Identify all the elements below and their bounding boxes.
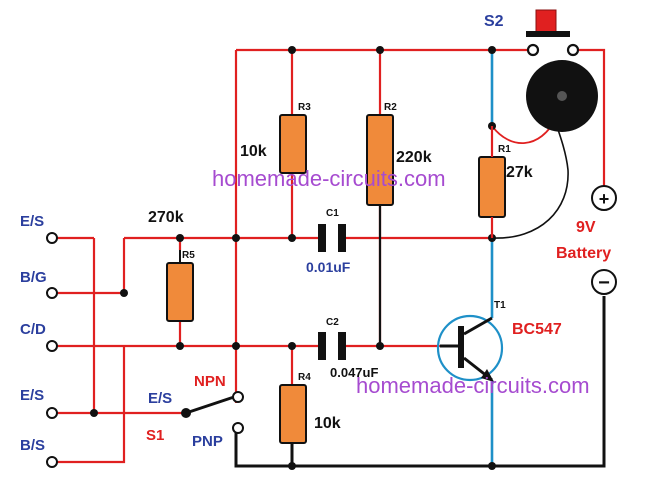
terminal-label-bs: B/S bbox=[20, 437, 45, 454]
buzzer bbox=[526, 60, 598, 132]
battery-terminals bbox=[591, 185, 617, 295]
ground-rail-wire bbox=[234, 296, 606, 468]
r2-value: 220k bbox=[396, 149, 432, 166]
c1-plate-left bbox=[318, 224, 326, 252]
r3-resistor bbox=[279, 114, 307, 174]
r4-ref: R4 bbox=[298, 372, 311, 383]
terminal-label-es-lower: E/S bbox=[20, 387, 44, 404]
terminal-es-top bbox=[46, 232, 58, 244]
r5-ref: R5 bbox=[182, 250, 195, 261]
probe-terminals[interactable] bbox=[46, 232, 58, 468]
terminal-es-lower bbox=[46, 407, 58, 419]
s1-selector-switch[interactable] bbox=[181, 391, 244, 434]
c1-value: 0.01uF bbox=[306, 259, 351, 275]
s2-button-cap bbox=[535, 9, 557, 33]
r4-resistor bbox=[279, 384, 307, 444]
bs-wire bbox=[56, 346, 126, 464]
transistor-symbol bbox=[436, 314, 504, 382]
r2-ref: R2 bbox=[384, 102, 397, 113]
s1-common-label: E/S bbox=[148, 390, 172, 407]
r3-ref: R3 bbox=[298, 102, 311, 113]
c2-value: 0.047uF bbox=[330, 365, 378, 380]
r4-value: 10k bbox=[314, 415, 341, 432]
transistor-part: BC547 bbox=[512, 321, 562, 338]
speaker-lead-1 bbox=[491, 111, 569, 239]
s1-lever bbox=[185, 395, 235, 415]
c1-plate-right bbox=[338, 224, 346, 252]
buzzer-center bbox=[557, 91, 567, 101]
s1-npn-label: NPN bbox=[194, 373, 226, 390]
r1-value: 27k bbox=[506, 164, 533, 181]
s2-label: S2 bbox=[484, 13, 504, 30]
watermark-top: homemade-circuits.com bbox=[212, 166, 446, 191]
r2-resistor bbox=[366, 114, 394, 206]
c2-plate-right bbox=[338, 332, 346, 360]
transistor-ref: T1 bbox=[494, 300, 506, 311]
transistor-body bbox=[436, 314, 504, 382]
c2-plate-left bbox=[318, 332, 326, 360]
r1-ref: R1 bbox=[498, 144, 511, 155]
r5-resistor bbox=[166, 262, 194, 322]
terminal-label-cd: C/D bbox=[20, 321, 46, 338]
capacitor-plates bbox=[318, 224, 346, 360]
r3-value: 10k bbox=[240, 143, 267, 160]
terminal-bs bbox=[46, 456, 58, 468]
terminal-cd bbox=[46, 340, 58, 352]
terminal-label-bg: B/G bbox=[20, 269, 47, 286]
s1-label: S1 bbox=[146, 427, 164, 444]
battery-minus-terminal bbox=[591, 269, 617, 295]
s1-pnp-contact bbox=[232, 422, 244, 434]
battery-label: Battery bbox=[556, 245, 611, 262]
emitter-arrow-icon bbox=[481, 369, 494, 382]
s2-push-switch[interactable] bbox=[526, 9, 580, 57]
r1-resistor bbox=[478, 156, 506, 218]
s1-npn-contact bbox=[232, 391, 244, 403]
junction-dots bbox=[90, 46, 496, 470]
battery-plus-label: + bbox=[599, 189, 610, 209]
battery-minus-label: − bbox=[598, 272, 610, 294]
battery-voltage: 9V bbox=[576, 219, 596, 236]
terminal-label-es-top: E/S bbox=[20, 213, 44, 230]
terminal-bg bbox=[46, 287, 58, 299]
red-wires bbox=[56, 48, 606, 464]
c2-ref: C2 bbox=[326, 317, 339, 328]
transistor-base-bar bbox=[458, 326, 464, 368]
s1-pnp-label: PNP bbox=[192, 433, 223, 450]
c1-ref: C1 bbox=[326, 208, 339, 219]
r5-value: 270k bbox=[148, 209, 184, 226]
s2-button-plate bbox=[526, 31, 570, 37]
rail-to-battery-wire bbox=[578, 48, 606, 186]
battery-plus-terminal bbox=[591, 185, 617, 211]
watermark-bottom: homemade-circuits.com bbox=[356, 373, 590, 398]
resistor-bodies bbox=[166, 114, 506, 444]
